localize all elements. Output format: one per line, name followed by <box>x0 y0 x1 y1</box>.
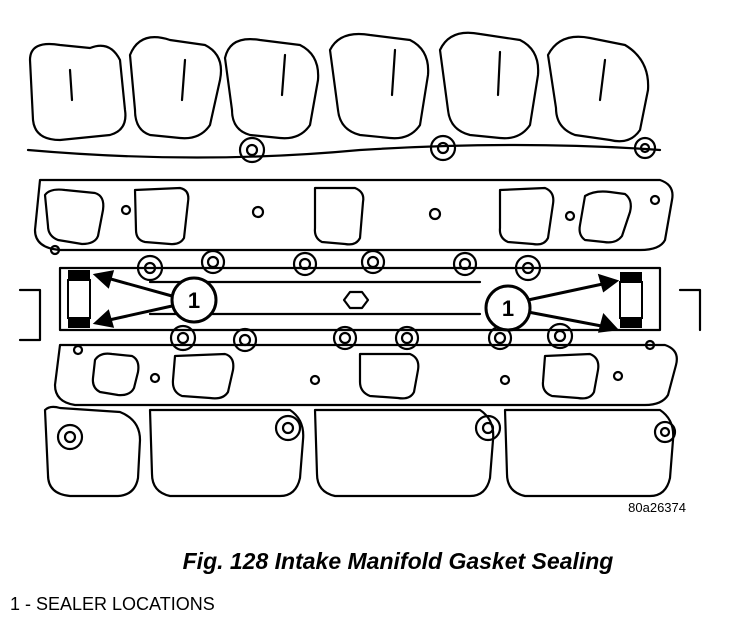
callout-1-left-number: 1 <box>188 288 200 313</box>
upper-manifold-flange <box>33 134 674 256</box>
sealer-blocks <box>68 270 642 328</box>
callout-1-right-number: 1 <box>502 296 514 321</box>
legend-item: 1 - SEALER LOCATIONS <box>10 594 215 614</box>
lower-engine-block <box>43 405 677 498</box>
lower-manifold-flange <box>53 339 678 407</box>
image-code: 80a26374 <box>628 500 686 515</box>
callout-1-left: 1 <box>170 276 218 324</box>
engine-valley <box>18 249 702 353</box>
callout-arrows <box>92 270 620 333</box>
callout-1-right: 1 <box>484 284 532 332</box>
sealer-gaskets <box>67 279 643 319</box>
figure-caption: Fig. 128 Intake Manifold Gasket Sealing <box>182 548 614 574</box>
intake-manifold-illustration: 1 1 80a26374 <box>18 31 702 515</box>
upper-manifold-runners <box>26 31 662 159</box>
